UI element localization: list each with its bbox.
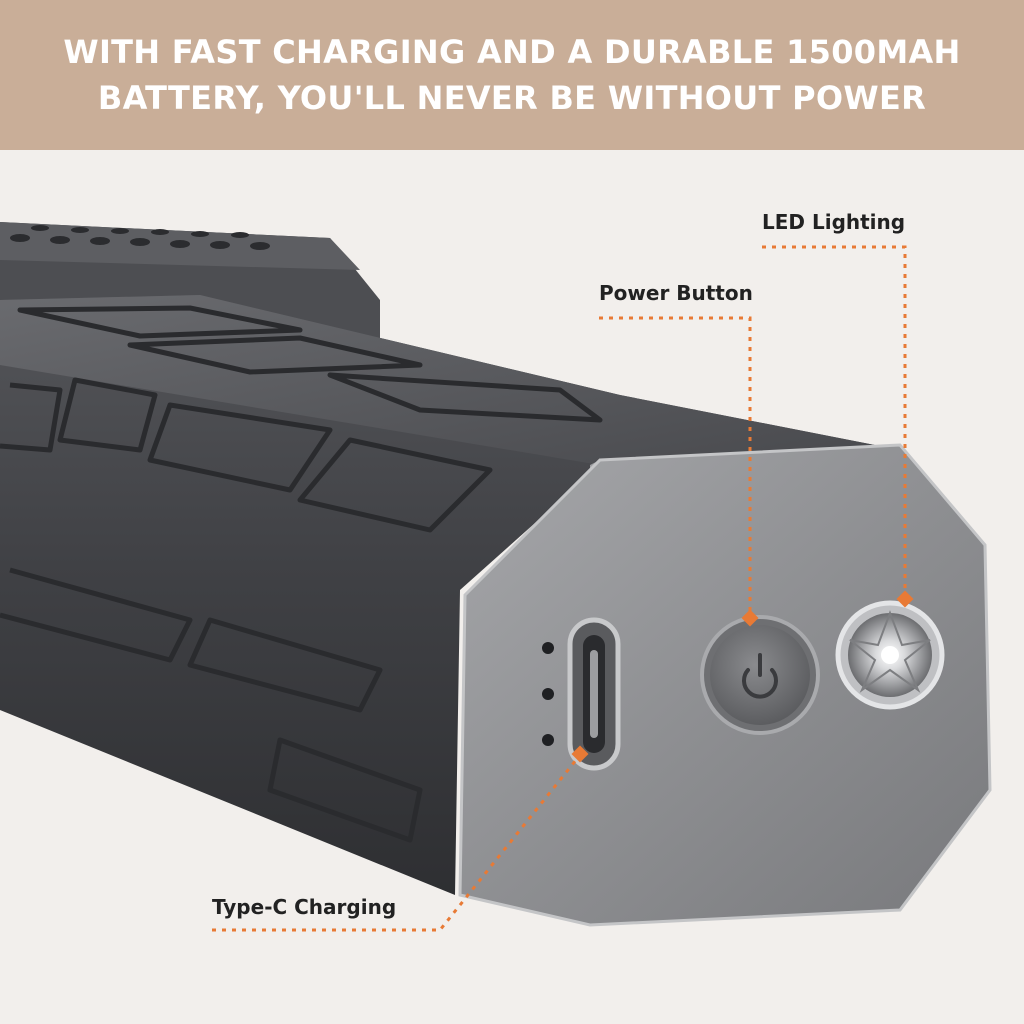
headline-line-1: WITH FAST CHARGING AND A DURABLE 1500MAH [63, 33, 961, 71]
power-button[interactable] [700, 615, 820, 735]
callout-markers [571, 590, 914, 763]
led-lamp [835, 600, 945, 710]
usb-c-port [567, 617, 621, 771]
grip-texture [0, 305, 603, 843]
headline-banner: WITH FAST CHARGING AND A DURABLE 1500MAH… [0, 0, 1024, 150]
callout-led-lighting: LED Lighting [762, 210, 906, 234]
power-icon [742, 653, 778, 699]
headline-line-2: BATTERY, YOU'LL NEVER BE WITHOUT POWER [97, 79, 927, 117]
product-illustration [0, 222, 992, 932]
vent-holes [10, 225, 270, 250]
callout-leaders [212, 245, 907, 932]
main-housing [0, 295, 900, 895]
callout-type-c-charging: Type-C Charging [212, 895, 397, 919]
callout-power-button: Power Button [599, 281, 753, 305]
indicator-dots [542, 642, 554, 746]
